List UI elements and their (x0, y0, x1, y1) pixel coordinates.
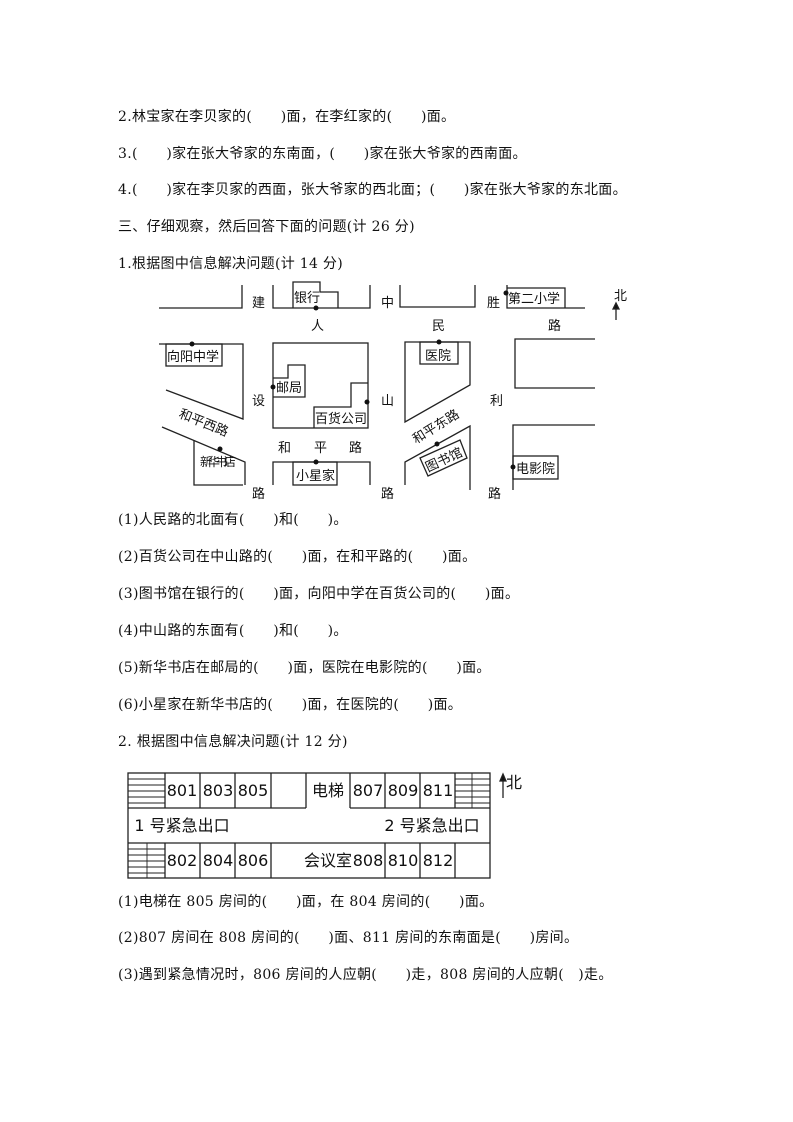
road-char: 人 (311, 319, 324, 334)
road-heping-east: 和平东路 (410, 406, 463, 447)
place-department-store: 百货公司 (315, 411, 367, 427)
room-805: 805 (238, 781, 269, 800)
question-line: (3)遇到紧急情况时，806 房间的人应朝( )走，808 房间的人应朝( )走… (118, 967, 613, 983)
road-char: 胜 (487, 296, 500, 311)
road-char: 路 (488, 486, 501, 500)
room-804: 804 (203, 851, 234, 870)
place-bank: 银行 (294, 291, 320, 306)
room-811: 811 (423, 781, 454, 800)
north-label: 北 (614, 289, 627, 304)
stairs-icon (128, 773, 490, 878)
road-char: 建 (252, 296, 265, 311)
street-map: 北 银行 第二小学 向阳中学 邮局 百货公司 医院 新华书店 小星家 图书馆 电… (159, 281, 627, 500)
room-802: 802 (167, 851, 198, 870)
road-char: 山 (381, 394, 394, 409)
question-line: (2)百货公司在中山路的( )面，在和平路的( )面。 (118, 549, 477, 565)
emergency-exit-1: 1 号紧急出口 (134, 816, 229, 835)
room-812: 812 (423, 851, 454, 870)
road-char: 设 (252, 394, 265, 409)
road-char: 路 (548, 318, 561, 334)
question-line: (2)807 房间在 808 房间的( )面、811 房间的东南面是( )房间。 (118, 930, 579, 946)
place-bookstore: 新华书店 (200, 454, 236, 469)
elevator: 电梯 (312, 781, 344, 800)
place-school-2: 第二小学 (508, 291, 560, 307)
place-post-office: 邮局 (276, 381, 302, 396)
place-cinema: 电影院 (516, 462, 555, 477)
question-line: 3.( )家在张大爷家的东南面，( )家在张大爷家的西南面。 (118, 146, 527, 162)
question-line: (3)图书馆在银行的( )面，向阳中学在百货公司的( )面。 (118, 586, 520, 602)
section-heading: 三、仔细观察，然后回答下面的问题(计 26 分) (118, 219, 415, 235)
road-char: 路 (349, 440, 362, 456)
question-line: 2.林宝家在李贝家的( )面，在李红家的( )面。 (118, 109, 456, 125)
emergency-exit-2: 2 号紧急出口 (384, 816, 479, 835)
road-char: 路 (252, 486, 265, 500)
road-char: 平 (314, 441, 327, 456)
room-808: 808 (353, 851, 384, 870)
question-line: (1)人民路的北面有( )和( )。 (118, 512, 348, 528)
road-char: 中 (381, 296, 394, 311)
question-line: (1)电梯在 805 房间的( )面，在 804 房间的( )面。 (118, 894, 494, 910)
road-char: 民 (432, 319, 445, 334)
place-xiaoxing-home: 小星家 (296, 468, 335, 484)
place-xiangyang-school: 向阳中学 (167, 349, 219, 365)
meeting-room: 会议室 (304, 851, 352, 870)
room-810: 810 (388, 851, 419, 870)
question-line: (6)小星家在新华书店的( )面，在医院的( )面。 (118, 697, 463, 713)
road-char: 和 (278, 441, 291, 456)
question-heading: 2. 根据图中信息解决问题(计 12 分) (118, 734, 348, 750)
room-806: 806 (238, 851, 269, 870)
place-hospital: 医院 (425, 349, 451, 364)
place-library: 图书馆 (423, 446, 465, 476)
question-line: (5)新华书店在邮局的( )面，医院在电影院的( )面。 (118, 660, 491, 676)
question-heading: 1.根据图中信息解决问题(计 14 分) (118, 256, 343, 272)
room-803: 803 (203, 781, 234, 800)
road-char: 利 (490, 394, 503, 409)
question-line: (4)中山路的东面有( )和( )。 (118, 623, 348, 639)
road-char: 路 (381, 486, 394, 500)
floor-plan: 北 801 803 805 电梯 807 809 811 802 804 806… (127, 772, 522, 879)
room-801: 801 (167, 781, 198, 800)
room-809: 809 (388, 781, 419, 800)
north-label: 北 (506, 773, 522, 792)
question-line: 4.( )家在李贝家的西面，张大爷家的西北面；( )家在张大爷家的东北面。 (118, 182, 627, 198)
room-807: 807 (353, 781, 384, 800)
